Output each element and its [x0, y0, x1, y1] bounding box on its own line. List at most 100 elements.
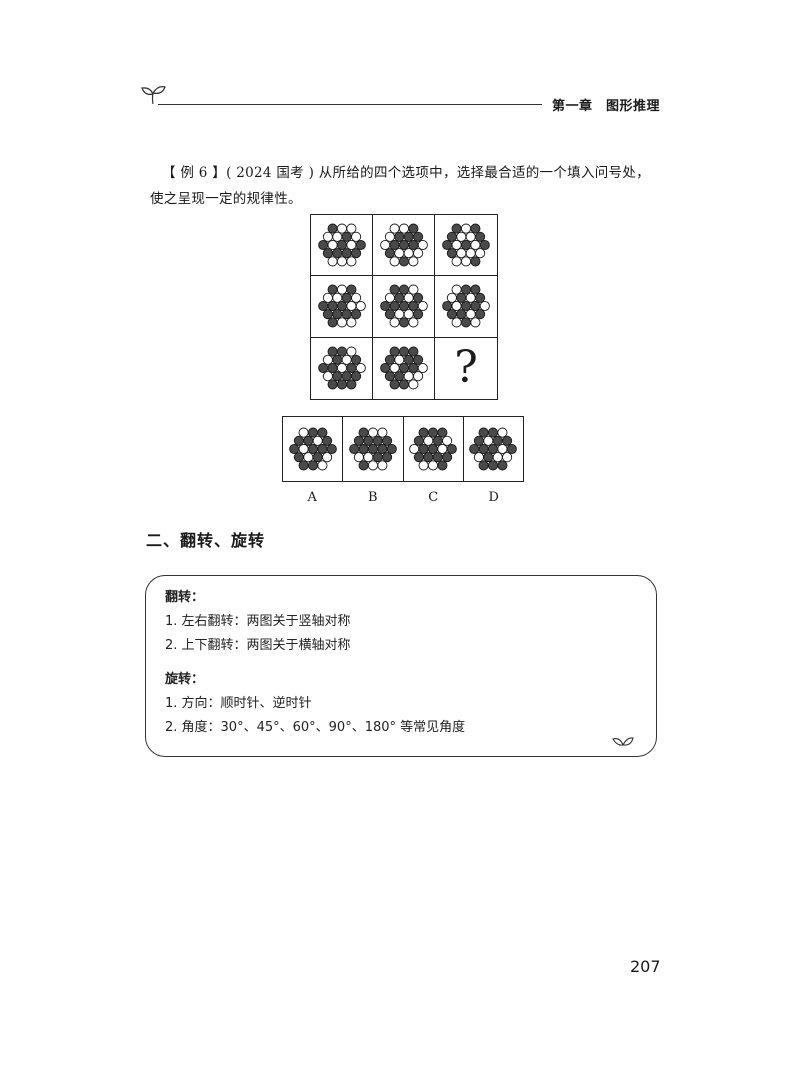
circle-cluster — [379, 346, 428, 390]
filled-circle — [331, 248, 342, 259]
empty-circle — [403, 248, 414, 259]
puzzle-cell — [311, 215, 373, 277]
option-c[interactable] — [404, 417, 464, 481]
filled-circle — [379, 363, 390, 374]
empty-circle — [336, 256, 347, 267]
empty-circle — [493, 452, 504, 463]
empty-circle — [428, 460, 439, 471]
filled-circle — [389, 285, 400, 296]
filled-circle — [341, 293, 352, 304]
empty-circle — [353, 452, 364, 463]
filled-circle — [327, 346, 338, 357]
filled-circle — [413, 435, 425, 446]
filled-circle — [428, 443, 439, 455]
empty-circle — [302, 452, 313, 463]
filled-circle — [442, 301, 453, 312]
question-text: 【 例 6 】( 2024 国考 ) 从所给的四个选项中，选择最合适的一个填入问… — [150, 160, 660, 212]
option-labels: A B C D — [282, 490, 524, 505]
empty-circle — [470, 240, 481, 251]
filled-circle — [341, 248, 352, 259]
circle-cluster — [379, 223, 428, 267]
filled-circle — [507, 443, 518, 455]
filled-circle — [432, 435, 443, 446]
filled-circle — [355, 240, 366, 251]
empty-circle — [460, 223, 472, 234]
filled-circle — [381, 435, 393, 446]
filled-circle — [358, 460, 369, 471]
filled-circle — [470, 256, 481, 267]
empty-circle — [451, 240, 462, 251]
filled-circle — [386, 443, 397, 455]
empty-circle — [345, 240, 356, 251]
filled-circle — [460, 301, 472, 312]
empty-circle — [465, 248, 476, 259]
empty-circle — [322, 231, 333, 243]
option-label-a: A — [307, 490, 317, 505]
filled-circle — [367, 443, 378, 455]
empty-circle — [403, 293, 414, 304]
rotate-item-2: 2. 角度：30°、45°、60°、90°、180° 等常见角度 — [165, 720, 466, 735]
empty-circle — [345, 346, 356, 357]
question-source: ( 2024 国考 ) — [226, 165, 315, 181]
empty-circle — [407, 379, 418, 390]
circle-cluster — [349, 427, 397, 471]
filled-circle — [456, 309, 467, 320]
empty-circle — [322, 371, 333, 382]
empty-circle — [393, 248, 404, 259]
filled-circle — [403, 355, 414, 366]
filled-circle — [327, 317, 338, 328]
empty-circle — [417, 240, 428, 251]
filled-circle — [358, 427, 369, 438]
filled-circle — [451, 223, 462, 234]
empty-circle — [437, 443, 448, 455]
filled-circle — [363, 435, 374, 446]
empty-circle — [377, 460, 388, 471]
filled-circle — [446, 231, 457, 243]
puzzle-cell — [435, 276, 497, 338]
empty-circle — [423, 435, 434, 446]
rotate-item-1: 1. 方向：顺时针、逆时针 — [165, 696, 312, 711]
option-a[interactable] — [283, 417, 344, 481]
filled-circle — [412, 355, 423, 366]
empty-circle — [367, 427, 378, 438]
empty-circle — [407, 256, 418, 267]
rotate-title: 旋转： — [165, 672, 205, 687]
filled-circle — [398, 285, 409, 296]
section-heading: 二、翻转、旋转 — [146, 531, 266, 550]
filled-circle — [327, 379, 338, 390]
empty-circle — [418, 460, 429, 471]
empty-circle — [393, 309, 404, 320]
empty-circle — [417, 363, 428, 374]
filled-circle — [442, 240, 453, 251]
empty-circle — [363, 452, 374, 463]
puzzle-cell — [311, 276, 373, 338]
filled-circle — [379, 301, 390, 312]
empty-circle — [350, 293, 361, 304]
filled-circle — [307, 460, 318, 471]
filled-circle — [331, 355, 342, 366]
option-d[interactable] — [464, 417, 523, 481]
empty-circle — [341, 355, 352, 366]
filled-circle — [316, 427, 328, 438]
filled-circle — [345, 379, 356, 390]
flip-item-2: 2. 上下翻转：两图关于横轴对称 — [165, 638, 351, 653]
filled-circle — [312, 452, 323, 463]
empty-circle — [407, 285, 418, 296]
filled-circle — [470, 223, 481, 234]
empty-circle — [446, 293, 457, 304]
empty-circle — [367, 460, 378, 471]
filled-circle — [502, 435, 513, 446]
empty-circle — [451, 285, 462, 296]
circle-cluster — [288, 427, 337, 471]
filled-circle — [398, 346, 409, 357]
filled-circle — [302, 435, 313, 446]
empty-circle — [322, 293, 333, 304]
empty-circle — [389, 317, 400, 328]
empty-circle — [350, 231, 361, 243]
empty-circle — [389, 256, 400, 267]
filled-circle — [322, 309, 333, 320]
filled-circle — [341, 371, 352, 382]
filled-circle — [398, 256, 409, 267]
option-b[interactable] — [343, 417, 404, 481]
filled-circle — [469, 443, 480, 455]
